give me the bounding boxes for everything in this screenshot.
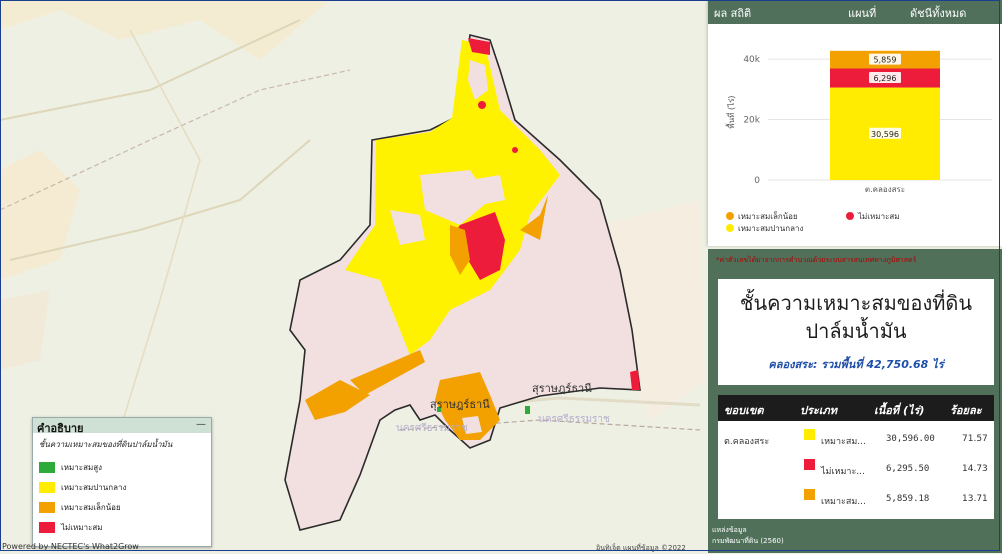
table-row[interactable]: ไม่เหมาะ... 6,295.50 14.73 — [718, 455, 994, 485]
title-card: ชั้นความเหมาะสมของที่ดิน ปาล์มน้ำมัน คลอ… — [718, 279, 994, 385]
calc-note: *ค่าตัวเลขได้มาจากการคำนวณด้วยระบบสารสนเ… — [716, 256, 917, 264]
col-rai: เนื้อที่ (ไร่) — [874, 404, 925, 417]
cell-pct: 14.73 — [962, 464, 988, 474]
road — [9, 139, 311, 261]
legend-item: เหมาะสมสูง — [39, 460, 209, 474]
y-tick-label: 40k — [743, 55, 760, 65]
legend-header: คำอธิบาย — — [33, 418, 211, 435]
zone-high — [525, 406, 530, 414]
map-label-province: นครศรีธรรมราช — [396, 422, 468, 434]
chart-legend-label: ไม่เหมาะสม — [857, 212, 900, 221]
y-tick-label: 20k — [743, 116, 760, 126]
zone-unsuitable — [468, 38, 490, 55]
cell-pct: 13.71 — [962, 494, 988, 504]
road — [119, 29, 201, 431]
data-label-bg — [869, 53, 901, 65]
cell-pct: 71.57 — [962, 434, 988, 444]
road — [0, 19, 301, 121]
boundary-line — [399, 419, 701, 431]
bar-chart: 0 20k 40k พื้นที่ (ไร่) 30,596 6,296 5,859 ต.คล… — [725, 50, 992, 233]
col-pct: ร้อยละ — [950, 404, 982, 417]
tab-all-index[interactable]: ดัชนีทั้งหมด — [910, 7, 967, 20]
powered-by[interactable]: Powered by NECTEC's What2Grow — [2, 542, 139, 551]
legend-swatch — [39, 502, 55, 513]
y-tick-label: 0 — [754, 176, 760, 186]
chart-legend-marker — [846, 212, 854, 220]
chart-panel-header: ผล สถิติ แผนที่ ดัชนีทั้งหมด — [708, 0, 1002, 24]
chart-legend-label: เหมาะสมเล็กน้อย — [738, 211, 798, 221]
x-tick-label: ต.คลองสระ — [865, 185, 905, 194]
page-title-crop: ปาล์มน้ำมัน — [805, 319, 907, 343]
table-header: ขอบเขต ประเภท เนื้อที่ (ไร่) ร้อยละ — [718, 395, 994, 421]
data-label-bg — [869, 127, 901, 139]
legend-item: ไม่เหมาะสม — [39, 520, 209, 534]
zone-slight — [435, 372, 500, 440]
cell-rai: 5,859.18 — [886, 494, 930, 504]
y-axis-label: พื้นที่ (ไร่) — [725, 95, 736, 128]
legend-label: เหมาะสมสูง — [61, 463, 103, 472]
zone-slight — [450, 225, 470, 275]
legend-swatch — [39, 482, 55, 493]
map-label-city: สุราษฎร์ธานี — [430, 398, 490, 411]
cell-area: ต.คลองสระ — [724, 437, 770, 447]
data-label: 5,859 — [874, 56, 897, 65]
boundary-line — [0, 69, 351, 211]
area-table: ขอบเขต ประเภท เนื้อที่ (ไร่) ร้อยละ ต.คล… — [718, 395, 994, 519]
chart-legend-marker — [726, 212, 734, 220]
type-swatch — [804, 429, 815, 440]
zone-hole — [390, 210, 425, 245]
zone-hole — [468, 60, 488, 100]
data-label-bg — [869, 72, 901, 84]
legend-item: เหมาะสมเล็กน้อย — [39, 500, 209, 514]
source-label: แหล่งข้อมูล — [712, 526, 747, 534]
page-title: ชั้นความเหมาะสมของที่ดิน — [739, 291, 973, 315]
legend-swatch — [39, 522, 55, 533]
type-swatch — [804, 459, 815, 470]
cell-rai: 30,596.00 — [886, 434, 935, 444]
legend-title: คำอธิบาย — [37, 422, 84, 435]
data-label: 30,596 — [871, 130, 899, 139]
map-attribution: อินทิเจ็ต แผนที่ข้อมูล ©2022 — [596, 544, 686, 552]
col-area: ขอบเขต — [724, 404, 764, 417]
zone-unsuitable — [450, 212, 505, 280]
data-label: 6,296 — [874, 74, 897, 83]
zone-hole — [470, 175, 505, 205]
legend-label: ไม่เหมาะสม — [61, 523, 103, 532]
zone-unsuitable — [478, 101, 486, 109]
chart-legend-marker — [726, 224, 734, 232]
zone-slight — [520, 195, 548, 240]
cell-type: เหมาะสม... — [821, 497, 866, 507]
cell-rai: 6,295.50 — [886, 464, 930, 474]
zone-unsuitable — [512, 147, 518, 153]
cell-type: เหมาะสม... — [821, 437, 866, 447]
zone-unsuitable — [630, 370, 640, 390]
zone-slight — [350, 350, 425, 395]
chart-panel: ผล สถิติ แผนที่ ดัชนีทั้งหมด 0 20k 40k พื้น… — [708, 0, 1002, 246]
legend-swatch — [39, 462, 55, 473]
info-panel: *ค่าตัวเลขได้มาจากการคำนวณด้วยระบบสารสนเ… — [708, 249, 1002, 553]
source-value: กรมพัฒนาที่ดิน (2560) — [712, 537, 784, 545]
legend-item: เหมาะสมปานกลาง — [39, 480, 209, 494]
map-legend: คำอธิบาย — ชั้นความเหมาะสมของที่ดินปาล์ม… — [32, 417, 212, 547]
zone-hole — [462, 416, 482, 434]
map-label-city: สุราษฎร์ธานี — [532, 382, 592, 395]
land-patch — [0, 290, 50, 370]
map-label-province: นครศรีธรรมราช — [538, 413, 610, 425]
chart-legend-label: เหมาะสมปานกลาง — [738, 224, 804, 233]
legend-label: เหมาะสมเล็กน้อย — [61, 503, 121, 512]
tab-stats[interactable]: ผล สถิติ — [714, 7, 752, 20]
zone-high — [437, 407, 441, 412]
zone-slight — [305, 380, 370, 420]
table-row[interactable]: ต.คลองสระ เหมาะสม... 30,596.00 71.57 — [718, 425, 994, 455]
type-swatch — [804, 489, 815, 500]
table-row[interactable]: เหมาะสม... 5,859.18 13.71 — [718, 485, 994, 515]
tab-map[interactable]: แผนที่ — [848, 7, 877, 20]
legend-subtitle: ชั้นความเหมาะสมของที่ดินปาล์มน้ำมัน — [39, 440, 173, 449]
area-summary: คลองสระ: รวมพื้นที่ 42,750.68 ไร่ — [768, 358, 944, 371]
legend-label: เหมาะสมปานกลาง — [61, 483, 127, 492]
col-type: ประเภท — [800, 404, 838, 417]
cell-type: ไม่เหมาะ... — [821, 467, 865, 477]
legend-collapse-button[interactable]: — — [196, 419, 206, 430]
